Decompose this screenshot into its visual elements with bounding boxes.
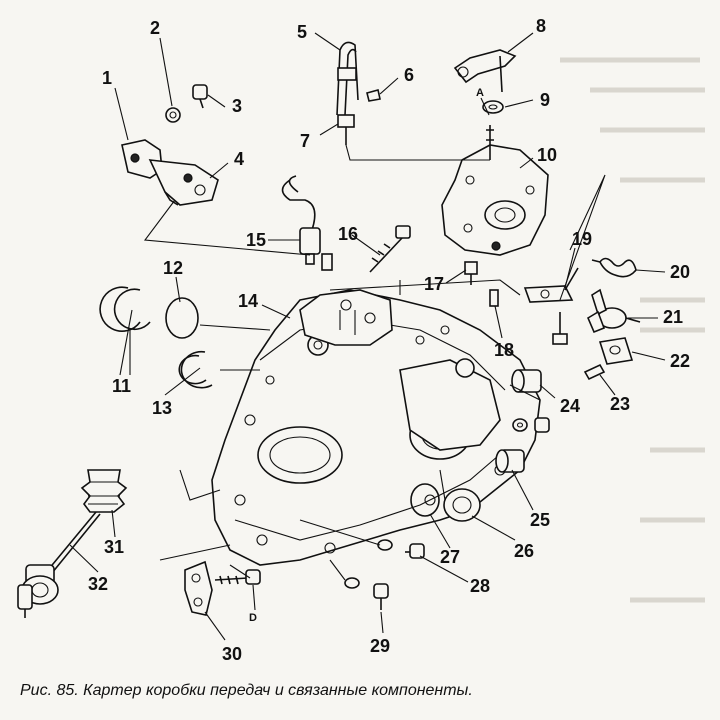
- part-30-bracket: [184, 560, 213, 616]
- callout-29: 29: [370, 636, 390, 656]
- callout-32: 32: [88, 574, 108, 594]
- callout-12: 12: [163, 258, 183, 278]
- exploded-view-diagram: 1 2 3 4 5 6 7 8 9 10 11 12 13 14 15 16 1…: [17, 16, 705, 664]
- part-11-rings: [99, 286, 151, 332]
- callout-labels: 1 2 3 4 5 6 7 8 9 10 11 12 13 14 15 16 1…: [88, 16, 690, 664]
- callout-3: 3: [232, 96, 242, 116]
- callout-4: 4: [234, 149, 244, 169]
- transmission-case: [211, 289, 541, 566]
- callout-17: 17: [424, 274, 444, 294]
- callout-22: 22: [670, 351, 690, 371]
- callout-13: 13: [152, 398, 172, 418]
- callout-15: 15: [246, 230, 266, 250]
- callout-14: 14: [238, 291, 258, 311]
- part-21-lever: [586, 288, 641, 334]
- part-26-seal: [443, 488, 481, 522]
- marker-d: D: [249, 612, 257, 624]
- callout-7: 7: [300, 131, 310, 151]
- part-2-nut: [165, 107, 181, 123]
- callout-2: 2: [150, 18, 160, 38]
- part-25-plug: [495, 449, 525, 473]
- part-20-spring: [591, 257, 637, 278]
- part-24-plug: [511, 369, 542, 393]
- callout-10: 10: [537, 145, 557, 165]
- callout-6: 6: [404, 65, 414, 85]
- part-13-snap-ring: [178, 350, 213, 389]
- callout-30: 30: [222, 644, 242, 664]
- bolt-under-19: [552, 312, 568, 345]
- part-17-bolt: [464, 261, 478, 285]
- part-12-disc: [165, 297, 199, 339]
- callout-21: 21: [663, 307, 683, 327]
- callout-1: 1: [102, 68, 112, 88]
- callout-28: 28: [470, 576, 490, 596]
- callout-11: 11: [112, 376, 131, 396]
- part-5-u-clip: [336, 41, 359, 116]
- part-27-snap-ring: [410, 483, 440, 517]
- background-text-bleed: [560, 57, 705, 603]
- plug-small: [321, 253, 333, 271]
- part-7-bolt: [337, 114, 355, 145]
- part-9-washer: [482, 100, 504, 114]
- part-32-shift-rod: [17, 511, 101, 618]
- part-1-4-bracket: [121, 139, 219, 206]
- callout-25: 25: [530, 510, 550, 530]
- callout-23: 23: [610, 394, 630, 414]
- callout-9: 9: [540, 90, 550, 110]
- part-18-pin: [489, 289, 499, 307]
- callout-19: 19: [572, 229, 592, 249]
- callout-24: 24: [560, 396, 580, 416]
- leader-lines: [143, 144, 606, 581]
- callout-leaders: [69, 32, 666, 641]
- part-22-shaft: [598, 337, 634, 365]
- callout-31: 31: [104, 537, 124, 557]
- callout-26: 26: [514, 541, 534, 561]
- part-23-pin: [583, 363, 606, 381]
- part-8-lever: [453, 49, 517, 93]
- callout-16: 16: [338, 224, 358, 244]
- part-15-sensor: [281, 175, 321, 265]
- part-28-bolt: [377, 539, 425, 559]
- bolt-d: [214, 569, 261, 585]
- part-16-bolt: [369, 225, 411, 273]
- callout-27: 27: [440, 547, 460, 567]
- callout-18: 18: [494, 340, 514, 360]
- callout-8: 8: [536, 16, 546, 36]
- part-6-clip: [366, 89, 381, 102]
- part-3-bolt: [192, 84, 208, 109]
- figure-caption: Рис. 85. Картер коробки передач и связан…: [20, 682, 473, 699]
- callout-20: 20: [670, 262, 690, 282]
- washers-upper-right: [512, 417, 550, 433]
- part-31-boot: [80, 469, 128, 513]
- part-29-bolt: [344, 577, 389, 610]
- callout-5: 5: [297, 22, 307, 42]
- part-10-shift-housing: [441, 125, 549, 256]
- marker-a: A: [476, 87, 484, 99]
